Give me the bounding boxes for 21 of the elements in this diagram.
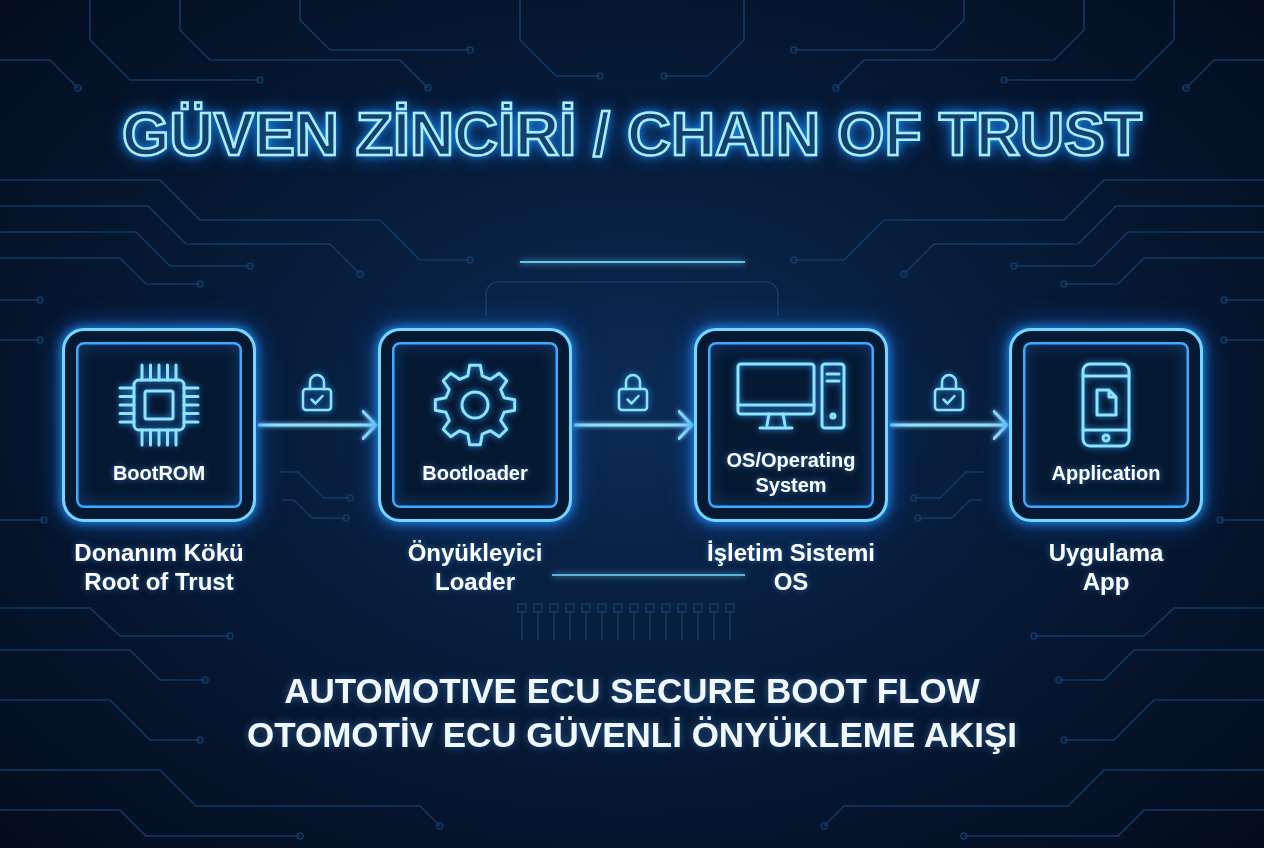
process-box: [694, 328, 888, 522]
box-label: BootROM: [112, 460, 206, 486]
title: GÜVEN ZİNCİRİ / CHAIN OF TRUST: [120, 99, 1144, 170]
process-box: [62, 328, 256, 522]
node-caption: Root of Trust: [84, 567, 234, 597]
arrow: [890, 410, 1009, 440]
arrow: [258, 410, 378, 440]
node-caption: Önyükleyici: [407, 538, 543, 568]
box-label: Application: [1051, 460, 1161, 486]
node-caption: Loader: [435, 567, 515, 597]
box-label: OS/Operating System: [725, 448, 857, 498]
node-caption: Uygulama: [1048, 538, 1164, 568]
caption: AUTOMOTIVE ECU SECURE BOOT FLOW OTOMOTİV ECU GÜVENLİ ÖNYÜKLEME AKIŞI: [245, 670, 1019, 756]
node-caption: Donanım Kökü: [74, 538, 244, 568]
node-caption: OS: [773, 567, 809, 597]
box-label: Bootloader: [422, 460, 528, 486]
node-caption: App: [1082, 567, 1130, 597]
node-caption: İşletim Sistemi: [706, 538, 876, 568]
arrow: [574, 410, 694, 440]
process-box: [1009, 328, 1203, 522]
process-box: [378, 328, 572, 522]
